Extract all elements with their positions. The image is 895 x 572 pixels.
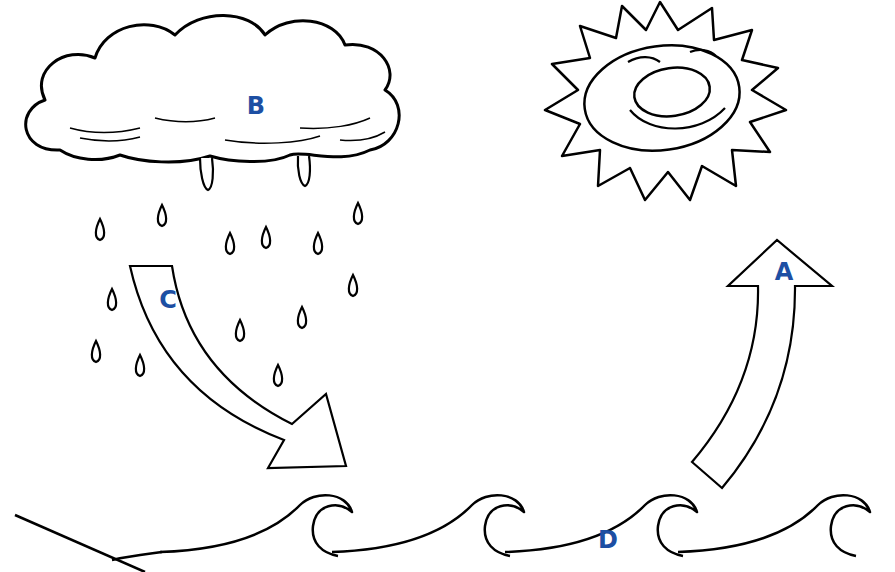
evaporation-arrow [692,240,832,488]
raindrops [92,203,362,386]
callout-letter: D [598,528,618,552]
cloud [26,15,399,190]
sea-waves [15,495,870,572]
callout-letter: C [159,288,177,312]
callout-letter: B [247,94,265,118]
callout-letter: A [775,260,794,284]
sun [545,2,786,200]
precipitation-arrow [130,266,346,468]
